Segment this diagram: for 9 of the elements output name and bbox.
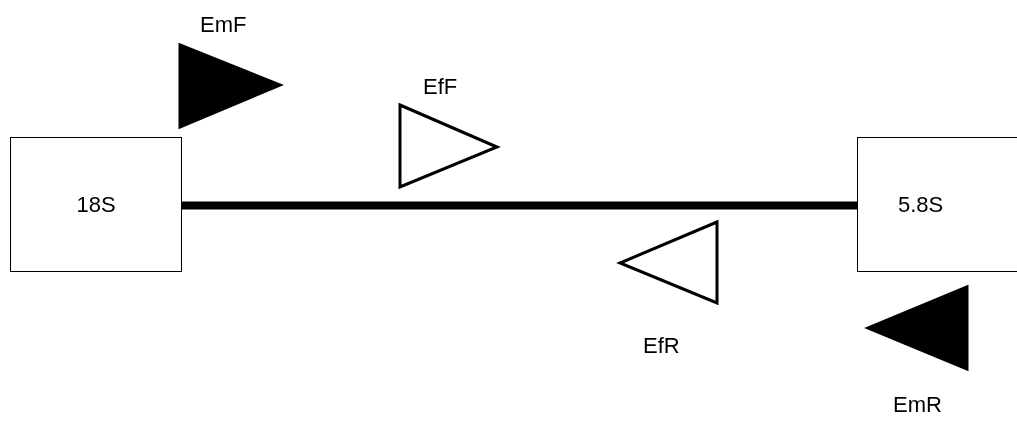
- primer-label: EmR: [893, 392, 942, 418]
- region-label: 18S: [76, 191, 116, 218]
- primer-label: EfR: [643, 333, 680, 359]
- connector-line: [182, 201, 857, 210]
- region-label: 5.8S: [898, 191, 944, 218]
- gene-region-box: [10, 137, 182, 272]
- primer-label: EmF: [200, 12, 247, 38]
- gene-region-box: [857, 137, 1017, 272]
- primer-label: EfF: [423, 74, 458, 100]
